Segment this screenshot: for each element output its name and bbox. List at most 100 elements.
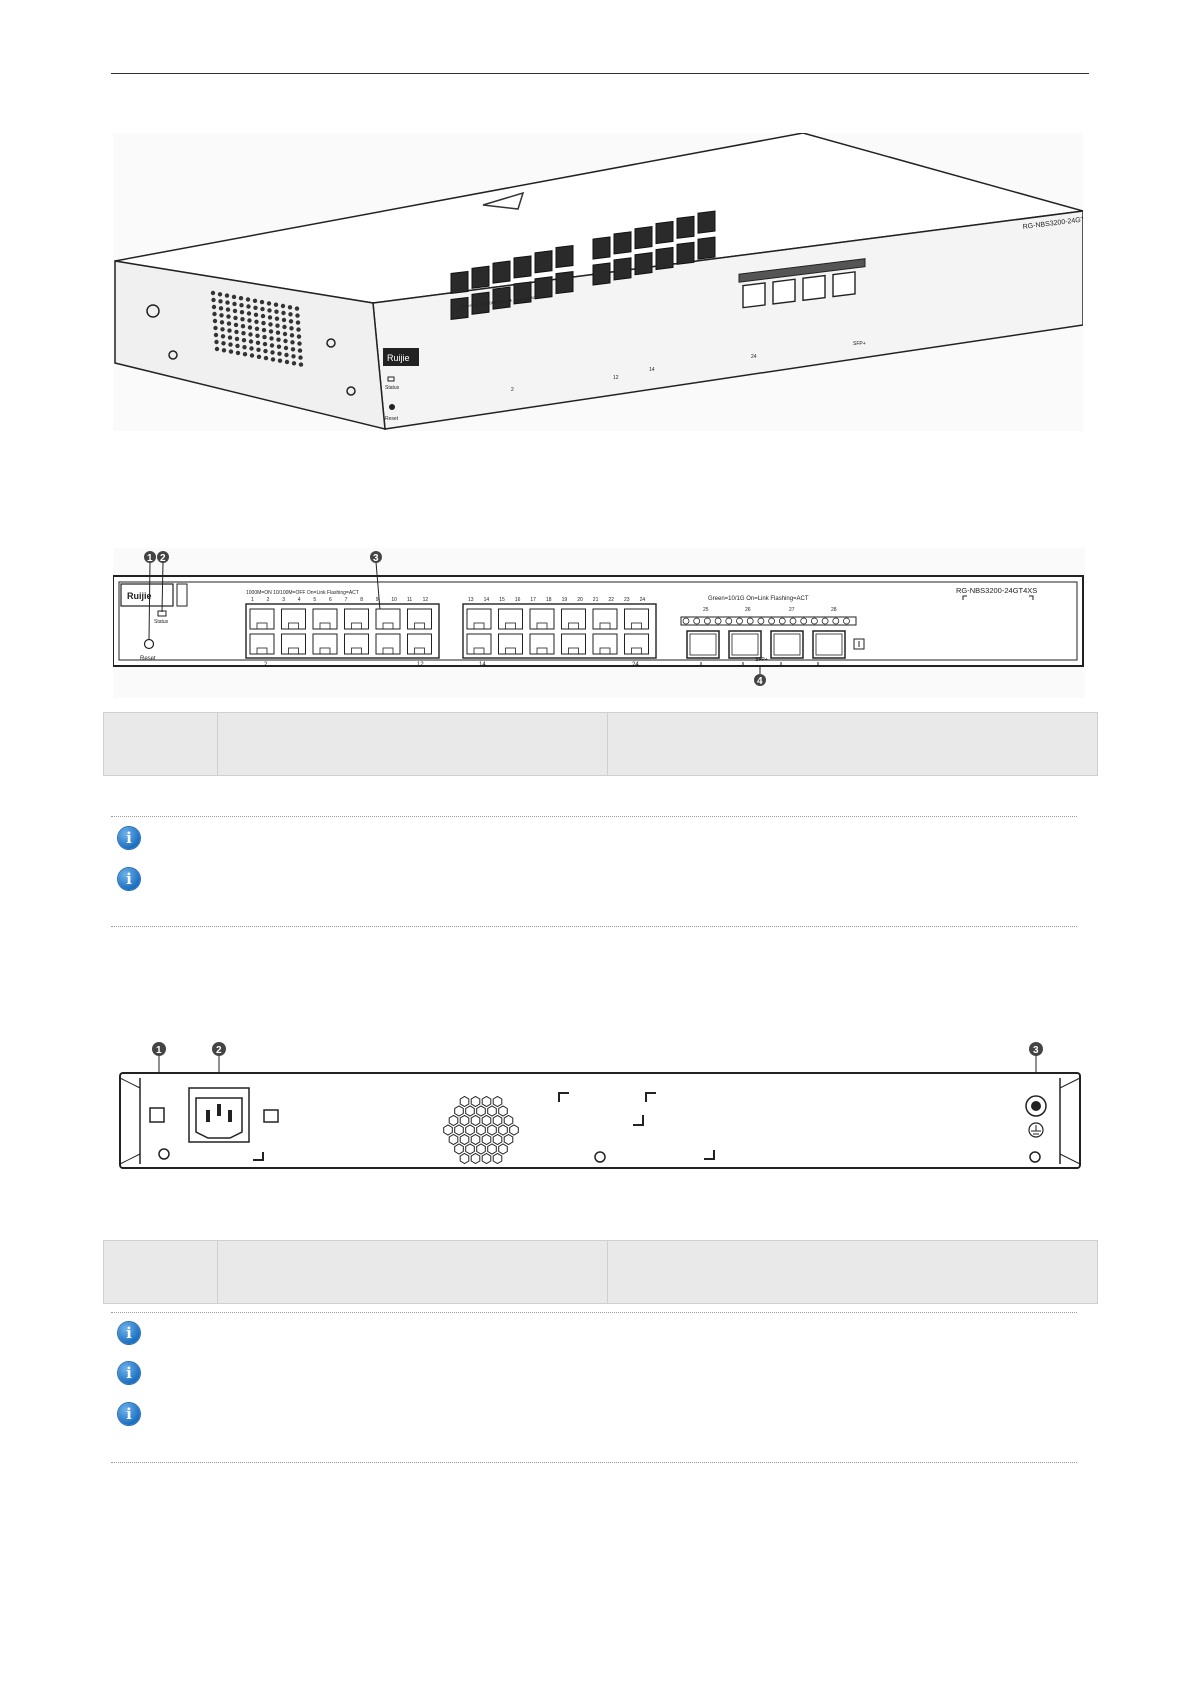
- sfp-led-strip: [680, 616, 857, 626]
- port-top-label: 9: [376, 597, 379, 603]
- model-label: RG-NBS3200-24GT4XS: [956, 586, 1037, 595]
- screw-icon: [1029, 1151, 1041, 1163]
- callout-3: [1029, 1042, 1043, 1056]
- vent-hole: [254, 326, 260, 331]
- vent-hole: [282, 331, 288, 337]
- vent-hole: [225, 300, 230, 305]
- port-top-label: 17: [530, 597, 536, 603]
- sfp-led: [704, 617, 711, 625]
- vent-hole: [277, 351, 282, 356]
- front-panel-table: [103, 712, 1098, 776]
- port-top-label: 5: [313, 597, 316, 603]
- screw-icon: [346, 386, 356, 396]
- rj45-port: [450, 296, 469, 321]
- port-top-label: 13: [468, 597, 474, 603]
- rj45-port: [561, 633, 586, 655]
- port-number: 14: [479, 662, 486, 668]
- rj45-port: [624, 608, 649, 630]
- rj45-latch: [631, 647, 642, 655]
- vent-hole: [255, 340, 261, 345]
- vent-hole: [217, 292, 223, 297]
- vent-hole: [249, 353, 255, 358]
- vent-hole: [298, 362, 304, 367]
- rj45-port: [471, 291, 490, 315]
- sfp-port: [742, 282, 766, 309]
- sfp-port: [802, 274, 826, 302]
- reset-label: Reset: [140, 656, 156, 662]
- vent-hole: [247, 318, 252, 323]
- rj45-latch: [505, 622, 516, 630]
- port-top-label: 4: [298, 597, 301, 603]
- vent-hole: [212, 311, 217, 317]
- fan-hole: [487, 1124, 497, 1136]
- vent-hole: [211, 304, 217, 310]
- screw-icon: [594, 1151, 606, 1163]
- rj45-port: [697, 210, 716, 234]
- status-label: Status: [385, 385, 400, 391]
- sfp-label: SFP+: [755, 657, 768, 663]
- rj45-port: [492, 260, 511, 284]
- vent-hole: [220, 327, 225, 332]
- port-top-label: 1: [251, 597, 254, 603]
- led-legend-sfp: Green=10/1G On=Link Flashing=ACT: [708, 596, 809, 602]
- fan-hole: [470, 1114, 481, 1127]
- fan-hole: [459, 1152, 470, 1165]
- vent-hole: [256, 354, 262, 359]
- vent-hole: [281, 310, 286, 316]
- screw-icon: [326, 338, 336, 348]
- sfp-led: [736, 617, 743, 625]
- reset-button-icon: [389, 404, 395, 410]
- note-divider: [111, 1312, 1077, 1313]
- sfp-led: [682, 617, 690, 625]
- vent-hole: [248, 339, 254, 344]
- vent-hole: [233, 322, 239, 328]
- fan-hole: [448, 1114, 459, 1127]
- rj45-port: [534, 250, 553, 274]
- vent-hole: [274, 309, 279, 314]
- fan-vent: [443, 1095, 519, 1165]
- sfp-port-inner: [815, 633, 843, 656]
- port-top-label: 23: [624, 597, 630, 603]
- sfp-led: [768, 617, 775, 625]
- vent-hole: [228, 349, 234, 354]
- callout-number: 2: [216, 1045, 222, 1056]
- rj45-latch: [414, 647, 425, 655]
- rj45-port: [281, 608, 306, 630]
- vent-hole: [246, 304, 251, 309]
- fan-hole: [459, 1095, 470, 1108]
- vent-hole: [219, 320, 225, 325]
- vent-hole: [290, 347, 296, 352]
- rj45-latch: [256, 647, 268, 655]
- vent-hole: [240, 324, 246, 329]
- screw-icon: [146, 304, 160, 318]
- sfp-label: SFP+: [853, 341, 866, 347]
- fan-hole: [476, 1143, 486, 1155]
- fan-hole: [476, 1105, 486, 1117]
- rj45-latch: [256, 622, 268, 630]
- sfp-port-inner: [689, 633, 717, 656]
- vent-hole: [235, 350, 241, 356]
- fan-hole: [481, 1095, 492, 1108]
- fan-hole: [470, 1152, 481, 1165]
- rj45-latch: [288, 622, 299, 630]
- iso-sfp-block: [738, 258, 866, 309]
- vent-hole: [281, 317, 287, 323]
- sfp-port: [686, 630, 720, 659]
- vent-hole: [280, 303, 286, 309]
- vent-hole: [295, 313, 300, 318]
- vent-hole: [211, 297, 216, 303]
- vent-hole: [296, 334, 302, 339]
- rj45-latch: [351, 622, 362, 630]
- fan-hole: [465, 1105, 475, 1117]
- callout-number: 1: [156, 1045, 162, 1056]
- ground-screw-icon: [1025, 1095, 1047, 1117]
- vent-dots: [210, 290, 304, 367]
- vent-hole: [262, 341, 268, 347]
- sfp-led: [821, 617, 829, 625]
- vent-hole: [260, 313, 266, 319]
- rj45-port: [634, 252, 653, 276]
- screw-icon: [158, 1148, 170, 1160]
- vent-hole: [268, 322, 273, 327]
- rj45-port: [624, 633, 649, 655]
- sfp-led: [843, 617, 850, 625]
